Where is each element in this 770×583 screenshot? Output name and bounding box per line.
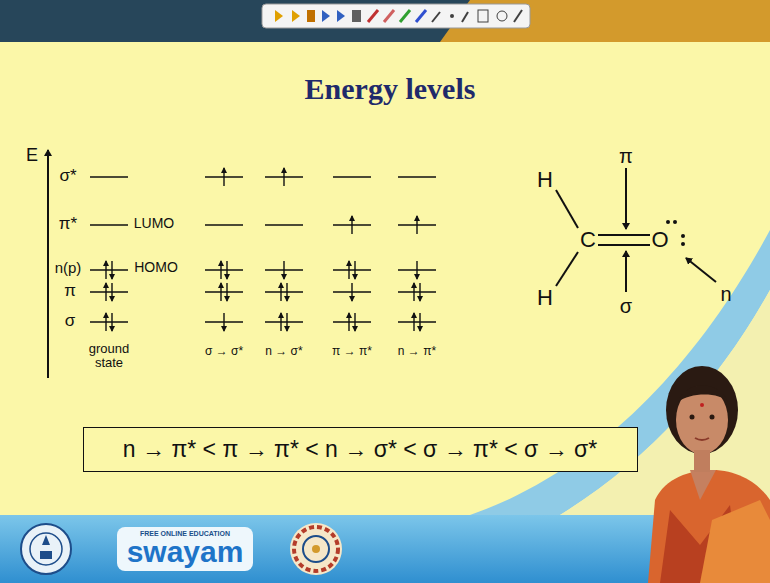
electron-arrow [354, 261, 355, 279]
electron-arrow [416, 261, 417, 279]
logo-tagline: FREE ONLINE EDUCATION [127, 530, 244, 537]
axis-label: E [26, 146, 38, 166]
orbital-label: σ [65, 312, 76, 331]
electron-arrow [413, 283, 414, 301]
electron-arrow [111, 283, 112, 301]
electron-arrow [419, 313, 420, 331]
electron-arrow [105, 313, 106, 331]
logo-wordmark: swayam [127, 537, 244, 567]
lumo-label: LUMO [134, 216, 174, 231]
toolbar [262, 4, 530, 28]
logo-box: FREE ONLINE EDUCATIONswayam [117, 527, 254, 571]
electron-arrow [220, 283, 221, 301]
orbital-label: n(p) [55, 260, 82, 277]
homo-label: HOMO [134, 260, 178, 275]
top-band [0, 0, 770, 42]
electron-arrows [106, 168, 420, 331]
order-box: n → π* < π → π* < n → σ* < σ → π* < σ → … [83, 427, 638, 472]
electron-arrow [413, 313, 414, 331]
slide-title: Energy levels [305, 72, 476, 105]
electron-arrow [348, 261, 349, 279]
orbital-label: σ* [59, 167, 76, 186]
iit-logo [21, 524, 71, 574]
electron-arrow [226, 283, 227, 301]
electron-arrow [419, 283, 420, 301]
electron-arrow [283, 261, 284, 279]
transition-label: n → π* [398, 345, 436, 358]
electron-arrow [286, 313, 287, 331]
bond-label: σ [620, 295, 632, 317]
nptel-logo [290, 523, 342, 575]
orbital-label: π [64, 282, 76, 301]
electron-arrow [354, 313, 355, 331]
presenter [648, 366, 770, 583]
electron-arrow [105, 261, 106, 279]
column-label: ground state [84, 342, 134, 371]
electron-arrow [223, 168, 224, 186]
atom-label: O [651, 228, 668, 252]
order-text: n → π* < π → π* < n → σ* < σ → π* < σ → … [102, 436, 619, 463]
electron-arrow [416, 216, 417, 234]
formaldehyde-structure [556, 168, 716, 292]
transition-label: n → σ* [265, 345, 302, 358]
electron-arrow [280, 283, 281, 301]
energy-levels [90, 177, 436, 322]
atom-label: H [537, 286, 553, 310]
lone-pair-label: n [720, 283, 731, 305]
electron-arrow [283, 168, 284, 186]
electron-arrow [111, 313, 112, 331]
bond-label: π [619, 145, 633, 167]
electron-arrow [111, 261, 112, 279]
electron-arrow [286, 283, 287, 301]
electron-arrow [348, 313, 349, 331]
atom-label: H [537, 168, 553, 192]
lone-pairs [666, 220, 685, 246]
atom-label: C [580, 228, 596, 252]
electron-arrow [351, 216, 352, 234]
electron-arrow [280, 313, 281, 331]
electron-arrow [226, 261, 227, 279]
toolbar-icons [275, 10, 522, 22]
electron-arrow [351, 283, 352, 301]
transition-label: π → π* [332, 345, 372, 358]
electron-arrow [220, 261, 221, 279]
electron-arrow [223, 313, 224, 331]
electron-arrow [105, 283, 106, 301]
energy-axis [47, 150, 49, 378]
transition-label: σ → σ* [205, 345, 243, 358]
orbital-label: π* [59, 215, 77, 234]
